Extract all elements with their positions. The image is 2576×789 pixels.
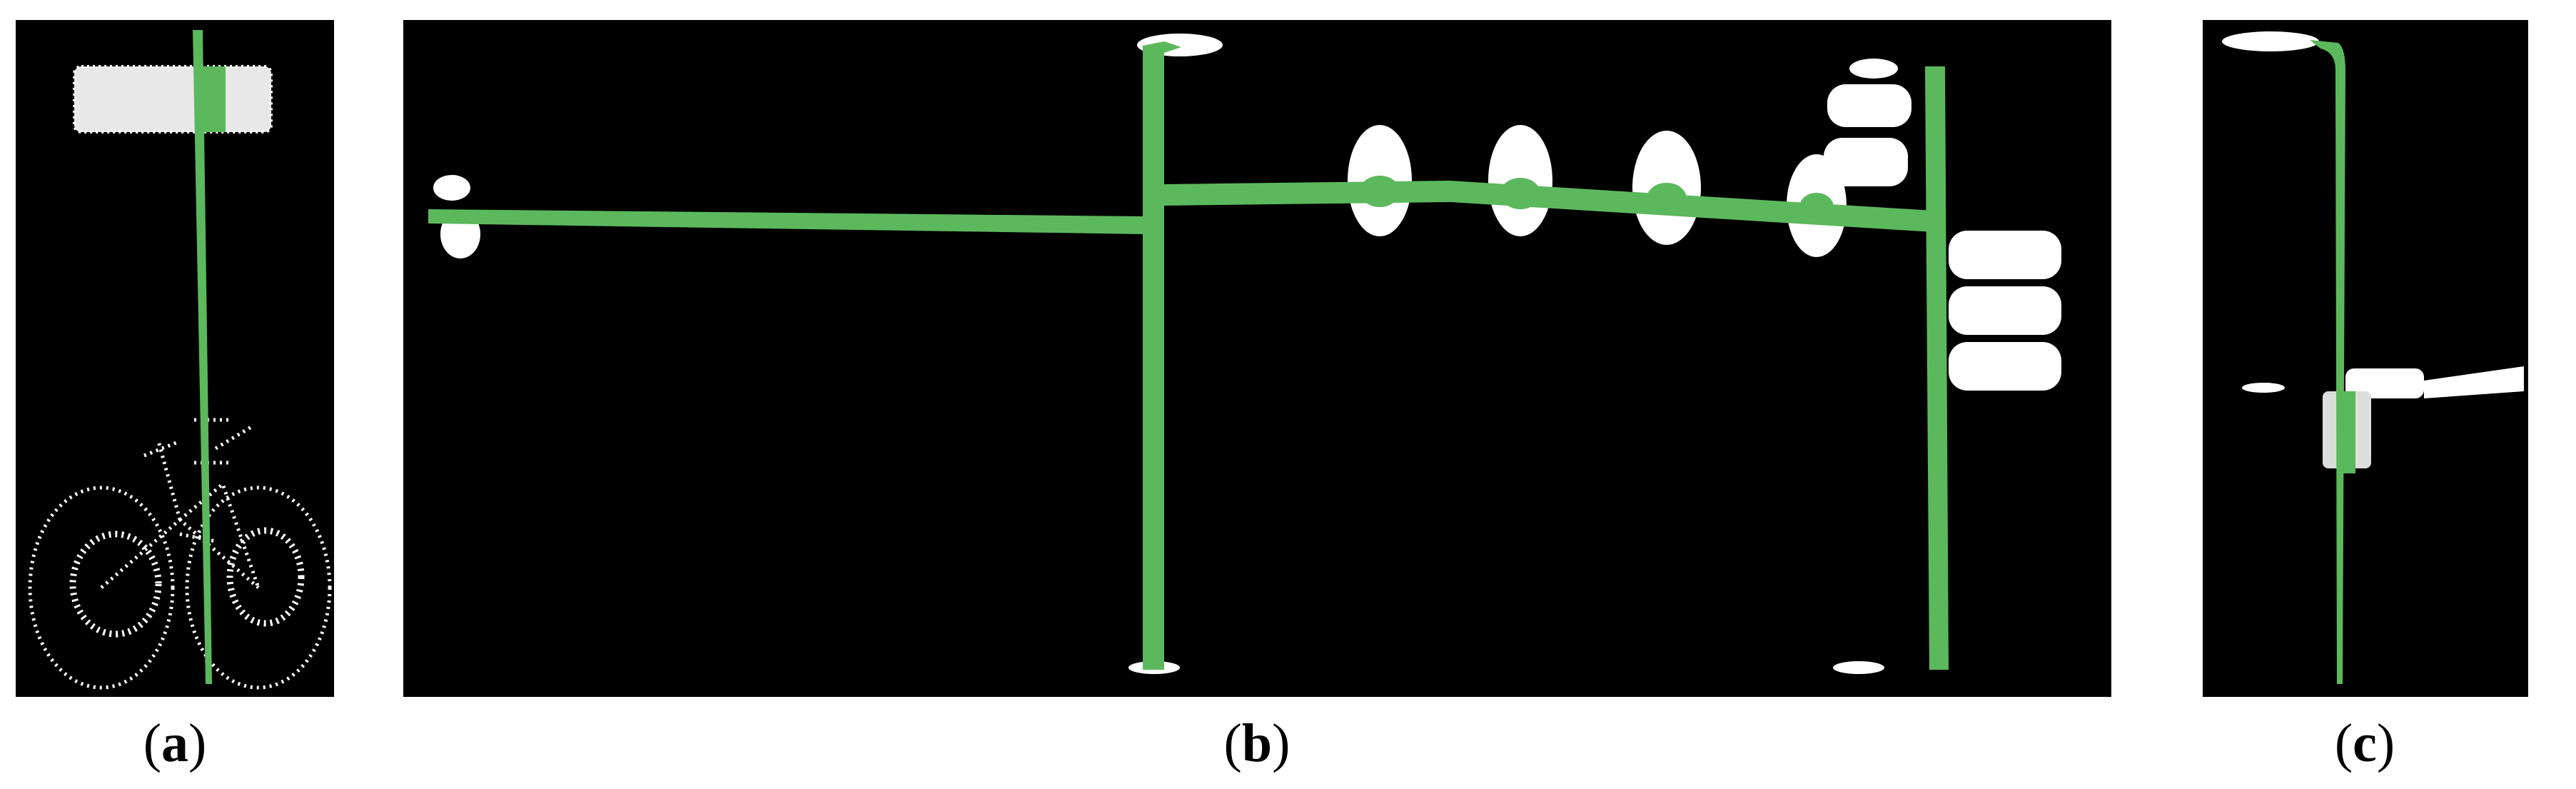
white-object-points [2222, 31, 2524, 468]
caption-b: (b) [1223, 713, 1290, 773]
caption-a: (a) [143, 713, 207, 773]
gantry-pole-points [428, 41, 1949, 670]
sign-board-points [73, 65, 273, 134]
panel-a-point-cloud [16, 20, 334, 697]
panel-c-point-cloud [2203, 20, 2528, 697]
white-object-points [433, 34, 2061, 674]
pole-points [193, 30, 212, 684]
street-lamp-pole-points [2310, 40, 2345, 684]
lamp-junction-points [2337, 391, 2355, 473]
panel-b-point-cloud [403, 20, 2111, 697]
bicycle-points [28, 418, 332, 690]
caption-c: (c) [2334, 713, 2395, 773]
